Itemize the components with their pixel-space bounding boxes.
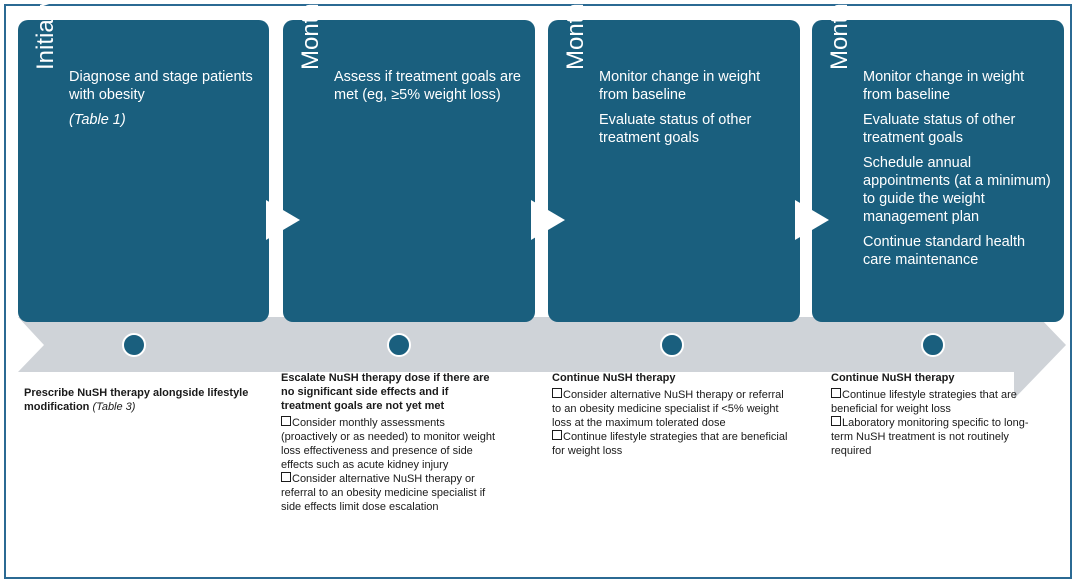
stage-title: Initial visit [32, 0, 59, 70]
checkbox-icon [831, 388, 841, 398]
checklist-item-text: Continue lifestyle strategies that are b… [552, 431, 788, 457]
stage-paragraph: Continue standard health care maintenanc… [863, 234, 1026, 268]
timeline-dot [921, 333, 945, 357]
stage-paragraph: Schedule annual appointments (at a minim… [863, 155, 1051, 225]
timeline-dot [122, 333, 146, 357]
table-reference: (Table 1) [69, 112, 126, 128]
checklist-item: Continue lifestyle strategies that are b… [831, 388, 1031, 416]
stage-title: Months 6-7 [562, 0, 589, 70]
checkbox-icon [281, 416, 291, 426]
stage-paragraph: Evaluate status of other treatment goals [599, 112, 752, 146]
action-column-months-1-6: Escalate NuSH therapy dose if there are … [281, 371, 501, 514]
timeline-arrow-shape [18, 291, 1066, 399]
checklist-item-text: Continue lifestyle strategies that are b… [831, 389, 1017, 415]
stage-paragraph: Assess if treatment goals are met (eg, ≥… [334, 69, 521, 103]
checkbox-icon [281, 472, 291, 482]
stage-paragraph: Monitor change in weight from baseline [863, 69, 1025, 103]
stage-paragraph: Diagnose and stage patients with obesity [69, 69, 253, 103]
action-column-month-7-plus: Continue NuSH therapy Continue lifestyle… [831, 371, 1031, 458]
timeline-arrow [18, 291, 1066, 399]
stage-title: Months 1-6 [297, 0, 324, 70]
checklist-item: Consider monthly assessments (proactivel… [281, 416, 501, 472]
checklist-item-text: Consider alternative NuSH therapy or ref… [281, 473, 486, 513]
stage-label: Initial visit [26, 0, 66, 180]
action-heading: Continue NuSH therapy [831, 372, 955, 384]
stage-panel-month-7-plus: Month 7+ Monitor change in weight from b… [812, 0, 1064, 322]
checklist-item: Continue lifestyle strategies that are b… [552, 430, 790, 458]
stage-paragraph: Monitor change in weight from baseline [599, 69, 761, 103]
stage-paragraph: Evaluate status of other treatment goals [863, 112, 1016, 146]
checklist-item: Consider alternative NuSH therapy or ref… [281, 472, 501, 514]
table-reference: (Table 3) [92, 401, 136, 413]
action-column-initial-visit: Prescribe NuSH therapy alongside lifesty… [24, 386, 256, 417]
checklist-item: Laboratory monitoring specific to long-t… [831, 416, 1031, 458]
action-heading: Prescribe NuSH therapy alongside lifesty… [24, 387, 249, 413]
stage-panel-months-6-7: Months 6-7 Monitor change in weight from… [548, 0, 800, 322]
checklist-item: Consider alternative NuSH therapy or ref… [552, 388, 790, 430]
stage-panel-months-1-6: Months 1-6 Assess if treatment goals are… [283, 0, 535, 322]
checklist-item-text: Consider alternative NuSH therapy or ref… [552, 389, 784, 429]
stage-panel-text: Monitor change in weight from baseline E… [599, 68, 790, 154]
stage-label: Month 7+ [820, 0, 860, 180]
checklist-item-text: Consider monthly assessments (proactivel… [281, 417, 495, 471]
checkbox-icon [552, 388, 562, 398]
chevron-right-icon [795, 200, 829, 240]
stage-panel-text: Diagnose and stage patients with obesity… [69, 68, 259, 136]
stage-panel-initial-visit: Initial visit Diagnose and stage patient… [18, 0, 269, 322]
chevron-right-icon [266, 200, 300, 240]
stage-panel-text: Monitor change in weight from baseline E… [863, 68, 1054, 276]
action-heading: Continue NuSH therapy [552, 372, 676, 384]
stage-label: Months 6-7 [556, 0, 596, 180]
action-column-months-6-7: Continue NuSH therapy Consider alternati… [552, 371, 790, 458]
timeline-dot [387, 333, 411, 357]
action-heading: Escalate NuSH therapy dose if there are … [281, 372, 490, 412]
checklist-item-text: Laboratory monitoring specific to long-t… [831, 417, 1029, 457]
checkbox-icon [552, 430, 562, 440]
stage-label: Months 1-6 [291, 0, 331, 180]
timeline-dot [660, 333, 684, 357]
chevron-right-icon [531, 200, 565, 240]
stage-panel-text: Assess if treatment goals are met (eg, ≥… [334, 68, 525, 111]
stage-title: Month 7+ [826, 0, 853, 70]
checkbox-icon [831, 416, 841, 426]
